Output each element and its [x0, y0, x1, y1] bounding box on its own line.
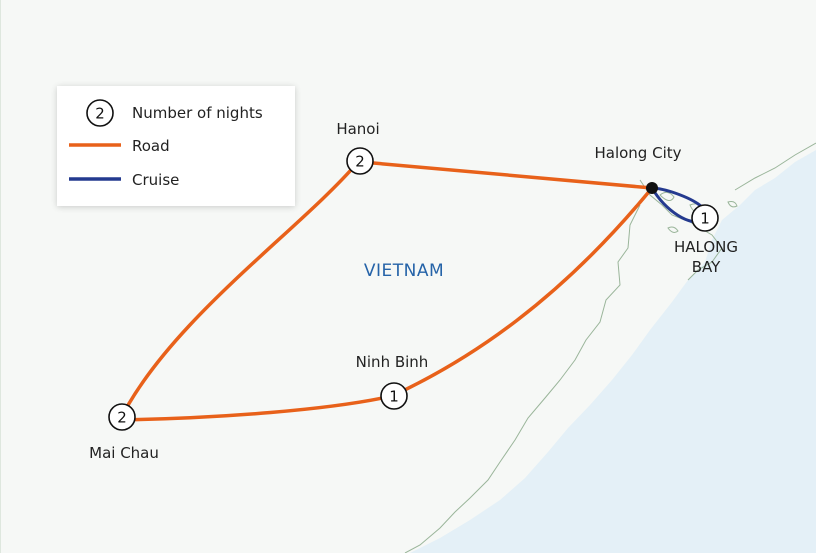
- stop-label-ninhbinh: Ninh Binh: [356, 353, 429, 371]
- stop-halongbay-marker[interactable]: 1: [691, 204, 719, 232]
- legend-nights-label: Number of nights: [132, 104, 263, 122]
- nights-count: 1: [700, 210, 710, 228]
- nights-count: 2: [117, 409, 127, 427]
- stop-label-maichau: Mai Chau: [89, 444, 159, 462]
- road-ninhbinh-halong: [390, 186, 654, 398]
- legend-nights-sample: 2: [95, 105, 105, 123]
- legend-road-label: Road: [132, 137, 170, 155]
- region-label-halong-bay-line2: BAY: [692, 258, 721, 276]
- stop-ninhbinh-marker[interactable]: 1: [380, 382, 408, 410]
- country-label: VIETNAM: [364, 261, 444, 281]
- location-dot-icon[interactable]: [646, 182, 658, 194]
- legend-nights-icon: 2: [86, 99, 114, 127]
- region-label-halong-bay-line1: HALONG: [674, 238, 738, 256]
- stop-maichau-marker[interactable]: 2: [108, 403, 136, 431]
- sea-area: [410, 150, 816, 553]
- nights-count: 2: [355, 153, 365, 171]
- road-hanoi-maichau: [118, 160, 360, 422]
- road-maichau-ninhbinh: [120, 394, 394, 422]
- legend-cruise-label: Cruise: [132, 171, 179, 189]
- stop-hanoi-marker[interactable]: 2: [346, 147, 374, 175]
- legend-canvas: 2 Number of nights Road Cruise: [69, 99, 263, 189]
- stop-label-halongcity: Halong City: [594, 144, 681, 162]
- road-hanoi-halong: [360, 160, 654, 190]
- legend: 2 Number of nights Road Cruise: [57, 86, 295, 206]
- nights-count: 1: [389, 388, 399, 406]
- stop-label-hanoi: Hanoi: [336, 120, 379, 138]
- coastline-north: [734, 142, 816, 191]
